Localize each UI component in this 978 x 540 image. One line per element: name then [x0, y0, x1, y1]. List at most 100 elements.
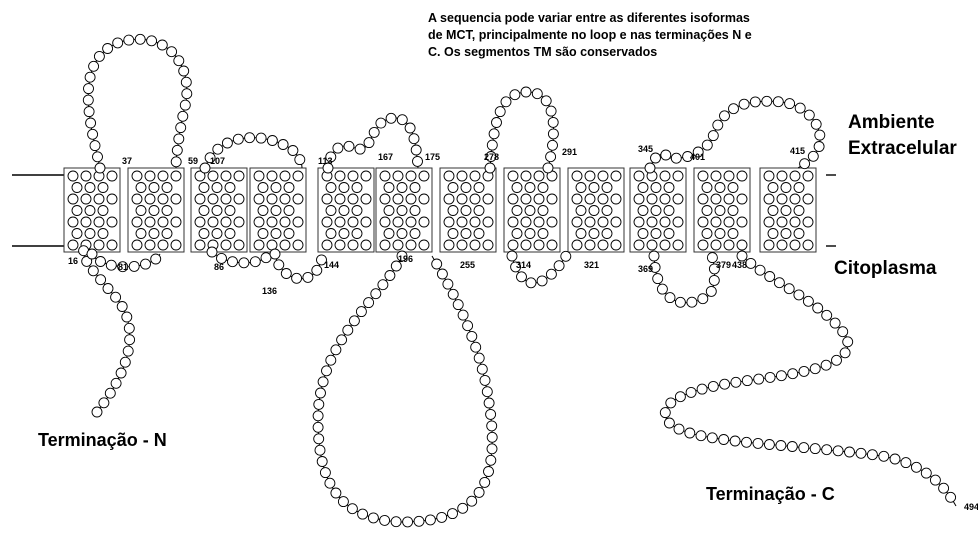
- chain-residue: [84, 107, 94, 117]
- tm-residue: [132, 171, 142, 181]
- chain-residue: [814, 142, 824, 152]
- chain-residue: [487, 140, 497, 150]
- tm-residue: [777, 217, 787, 227]
- chain-residue: [96, 275, 106, 285]
- residue-number-59: 59: [188, 156, 198, 166]
- tm-residue: [81, 194, 91, 204]
- tm-residue: [638, 183, 648, 193]
- tm-residue: [406, 217, 416, 227]
- tm-residue: [512, 229, 522, 239]
- chain-residue: [784, 284, 794, 294]
- tm-residue: [525, 229, 535, 239]
- chain-residue: [482, 387, 492, 397]
- chain-residue: [364, 298, 374, 308]
- tm-residue: [254, 240, 264, 250]
- tm-residue: [715, 206, 725, 216]
- tm-residue: [348, 217, 358, 227]
- chain-residue: [320, 468, 330, 478]
- tm-residue: [572, 171, 582, 181]
- chain-residue: [666, 398, 676, 408]
- tm-residue: [444, 171, 454, 181]
- tm-residue: [380, 240, 390, 250]
- chain-residue: [425, 515, 435, 525]
- chain-residue: [344, 141, 354, 151]
- tm-residue: [293, 171, 303, 181]
- chain-residue: [403, 517, 413, 527]
- chain-residue: [543, 163, 553, 173]
- tm-residue: [698, 171, 708, 181]
- chain-residue: [484, 467, 494, 477]
- tm-residue: [361, 217, 371, 227]
- tm-residue: [794, 206, 804, 216]
- tm-residue: [397, 183, 407, 193]
- chain-residue: [808, 151, 818, 161]
- tm-residue: [419, 194, 429, 204]
- tm-residue: [68, 240, 78, 250]
- tm-residue: [651, 229, 661, 239]
- tm-residue: [158, 240, 168, 250]
- chain-residue: [706, 286, 716, 296]
- chain-residue: [437, 269, 447, 279]
- tm-residue: [547, 217, 557, 227]
- tm-residue: [521, 171, 531, 181]
- isoform-note-line-2: de MCT, principalmente no loop e nas ter…: [428, 27, 848, 44]
- chain-residue: [774, 278, 784, 288]
- tm-residue: [483, 194, 493, 204]
- chain-residue: [458, 310, 468, 320]
- tm-residue: [258, 183, 268, 193]
- chain-residue: [484, 398, 494, 408]
- tm-residue: [326, 183, 336, 193]
- tm-residue: [589, 206, 599, 216]
- tm-residue: [602, 183, 612, 193]
- tm-residue: [764, 194, 774, 204]
- tm-residue: [711, 194, 721, 204]
- chain-residue: [702, 140, 712, 150]
- chain-residue: [228, 257, 238, 267]
- chain-residue: [176, 123, 186, 133]
- chain-residue: [358, 509, 368, 519]
- tm-residue: [781, 206, 791, 216]
- tm-residue: [195, 194, 205, 204]
- chain-residue: [486, 409, 496, 419]
- tm-residue: [764, 240, 774, 250]
- tm-residue: [538, 183, 548, 193]
- tm-residue: [711, 217, 721, 227]
- chain-residue: [92, 407, 102, 417]
- chain-residue: [698, 294, 708, 304]
- chain-residue: [709, 275, 719, 285]
- tm-residue: [448, 206, 458, 216]
- chain-residue: [764, 440, 774, 450]
- tm-residue: [271, 229, 281, 239]
- chain-residue: [794, 290, 804, 300]
- tm-residue: [212, 229, 222, 239]
- chain-residue: [111, 378, 121, 388]
- tm-residue: [457, 194, 467, 204]
- chain-residue: [537, 276, 547, 286]
- chain-residue: [665, 293, 675, 303]
- tm-residue: [702, 183, 712, 193]
- tm-residue: [225, 206, 235, 216]
- tm-residue: [589, 229, 599, 239]
- chain-residue: [378, 280, 388, 290]
- tm-residue: [326, 206, 336, 216]
- chain-residue: [322, 366, 332, 376]
- residue-number-321: 321: [584, 260, 599, 270]
- tm-residue: [419, 171, 429, 181]
- chain-residue: [657, 284, 667, 294]
- tm-residue: [384, 183, 394, 193]
- tm-residue: [85, 206, 95, 216]
- tm-residue: [149, 183, 159, 193]
- tm-residue: [397, 229, 407, 239]
- chain-residue: [785, 99, 795, 109]
- chain-residue: [123, 346, 133, 356]
- tm-residue: [737, 171, 747, 181]
- tm-residue: [284, 183, 294, 193]
- chain-residue: [256, 133, 266, 143]
- residue-number-175: 175: [425, 152, 440, 162]
- tm-residue: [598, 217, 608, 227]
- tm-residue: [132, 217, 142, 227]
- chain-residue: [443, 279, 453, 289]
- tm-residue: [145, 194, 155, 204]
- residue-number-86: 86: [214, 262, 224, 272]
